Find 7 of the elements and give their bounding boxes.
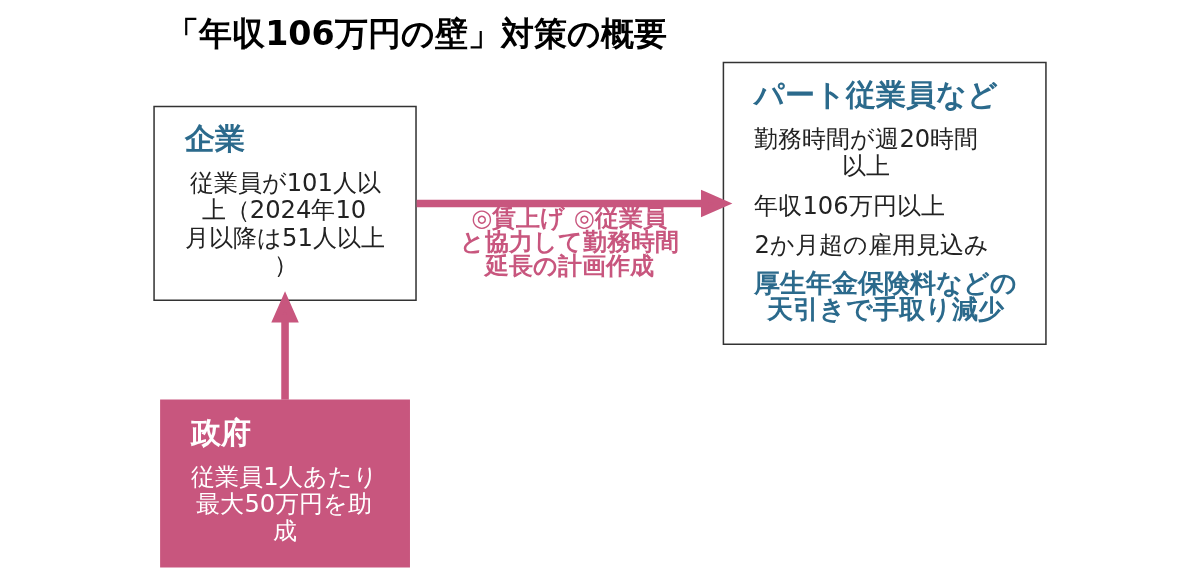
- node-box: 政府 従業員1人あたり最大50万円を助成: [160, 399, 410, 568]
- diagram-title: 「年収106万円の壁」対策の概要: [166, 14, 667, 54]
- node-box: パート従業員など 勤務時間が週20時間以上 年収106万円以上 2か月超の雇用見込み 厚生年金保険料などの天引きで手取り減少: [722, 61, 1047, 345]
- node-box: 企業 従業員が101人以上（2024年10月以降は51人以上）: [153, 105, 417, 302]
- arrow: [271, 291, 299, 400]
- edge-label: ◎賃上げ ◎従業員と協力して勤務時間延長の計画作成: [459, 203, 679, 281]
- arrow: [416, 189, 733, 218]
